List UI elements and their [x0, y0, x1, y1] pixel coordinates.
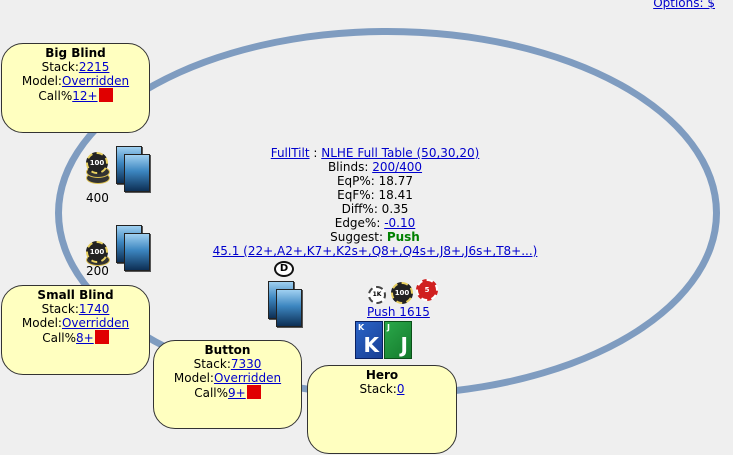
chip-5-icon: 5 — [416, 279, 438, 301]
card-corner: K — [358, 323, 365, 332]
stack-link[interactable]: 7330 — [230, 357, 262, 371]
range-link[interactable]: 45.1 (22+,A2+,K7+,K2s+,Q8+,Q4s+,J8+,J6s+… — [212, 244, 538, 258]
options-link[interactable]: Options: $ — [653, 0, 715, 10]
eqf-value: EqF%: 18.41 — [337, 188, 413, 202]
chip-1k-icon: 1K — [368, 286, 386, 304]
call-link[interactable]: 8+ — [76, 331, 94, 345]
stack-link[interactable]: 2215 — [78, 60, 110, 74]
player-box-hero: Hero Stack:0 — [307, 365, 457, 454]
hand-info-panel: FullTilt : NLHE Full Table (50,30,20) Bl… — [190, 146, 560, 258]
player-name: Big Blind — [45, 46, 106, 60]
card-corner: J — [387, 323, 390, 332]
call-marker-icon — [94, 330, 109, 344]
suggest-label: Suggest: — [330, 230, 387, 244]
model-label: Model: — [21, 74, 62, 88]
call-link[interactable]: 9+ — [228, 386, 246, 400]
card-back-icon — [276, 289, 302, 327]
card-back-icon — [124, 233, 150, 271]
game-link[interactable]: NLHE Full Table (50,30,20) — [321, 146, 480, 160]
bet-amount-small-blind: 200 — [86, 264, 109, 278]
hero-card-king: K K — [355, 321, 383, 359]
info-separator: : — [309, 146, 322, 160]
call-label: Call% — [42, 331, 77, 345]
diff-value: Diff%: 0.35 — [341, 202, 409, 216]
chip-100-icon: 100 — [391, 282, 413, 304]
model-link[interactable]: Overridden — [61, 74, 130, 88]
call-marker-icon — [246, 385, 261, 399]
model-link[interactable]: Overridden — [61, 316, 130, 330]
stack-label: Stack: — [359, 382, 397, 396]
player-name: Hero — [365, 368, 399, 382]
stack-label: Stack: — [41, 60, 79, 74]
blinds-label: Blinds: — [327, 160, 373, 174]
card-back-icon — [124, 154, 150, 192]
eqp-value: EqP%: 18.77 — [336, 174, 414, 188]
blinds-link[interactable]: 200/400 — [372, 160, 423, 174]
stack-link[interactable]: 1740 — [78, 302, 110, 316]
chip-100-icon: 100 — [86, 152, 108, 174]
player-box-small-blind: Small Blind Stack:1740 Model:Overridden … — [1, 285, 150, 375]
call-marker-icon — [98, 88, 113, 102]
player-box-button: Button Stack:7330 Model:Overridden Call%… — [153, 340, 302, 429]
player-box-big-blind: Big Blind Stack:2215 Model:Overridden Ca… — [1, 43, 150, 133]
model-label: Model: — [173, 371, 214, 385]
call-link[interactable]: 12+ — [72, 89, 98, 103]
stack-link[interactable]: 0 — [396, 382, 405, 396]
model-label: Model: — [21, 316, 62, 330]
dealer-button-icon: D — [274, 261, 294, 277]
call-label: Call% — [194, 386, 229, 400]
chip-100-icon: 100 — [86, 241, 108, 263]
edge-label: Edge%: — [334, 216, 385, 230]
call-label: Call% — [38, 89, 73, 103]
hero-action-link[interactable]: Push 1615 — [367, 305, 430, 319]
card-rank: J — [400, 333, 408, 357]
player-name: Button — [204, 343, 251, 357]
edge-link[interactable]: -0.10 — [384, 216, 416, 230]
site-link[interactable]: FullTilt — [270, 146, 310, 160]
model-link[interactable]: Overridden — [213, 371, 282, 385]
stack-label: Stack: — [193, 357, 231, 371]
hero-card-jack: J J — [384, 321, 412, 359]
stack-label: Stack: — [41, 302, 79, 316]
suggest-value: Push — [386, 230, 420, 244]
card-rank: K — [363, 333, 380, 357]
player-name: Small Blind — [37, 288, 114, 302]
bet-amount-big-blind: 400 — [86, 191, 109, 205]
